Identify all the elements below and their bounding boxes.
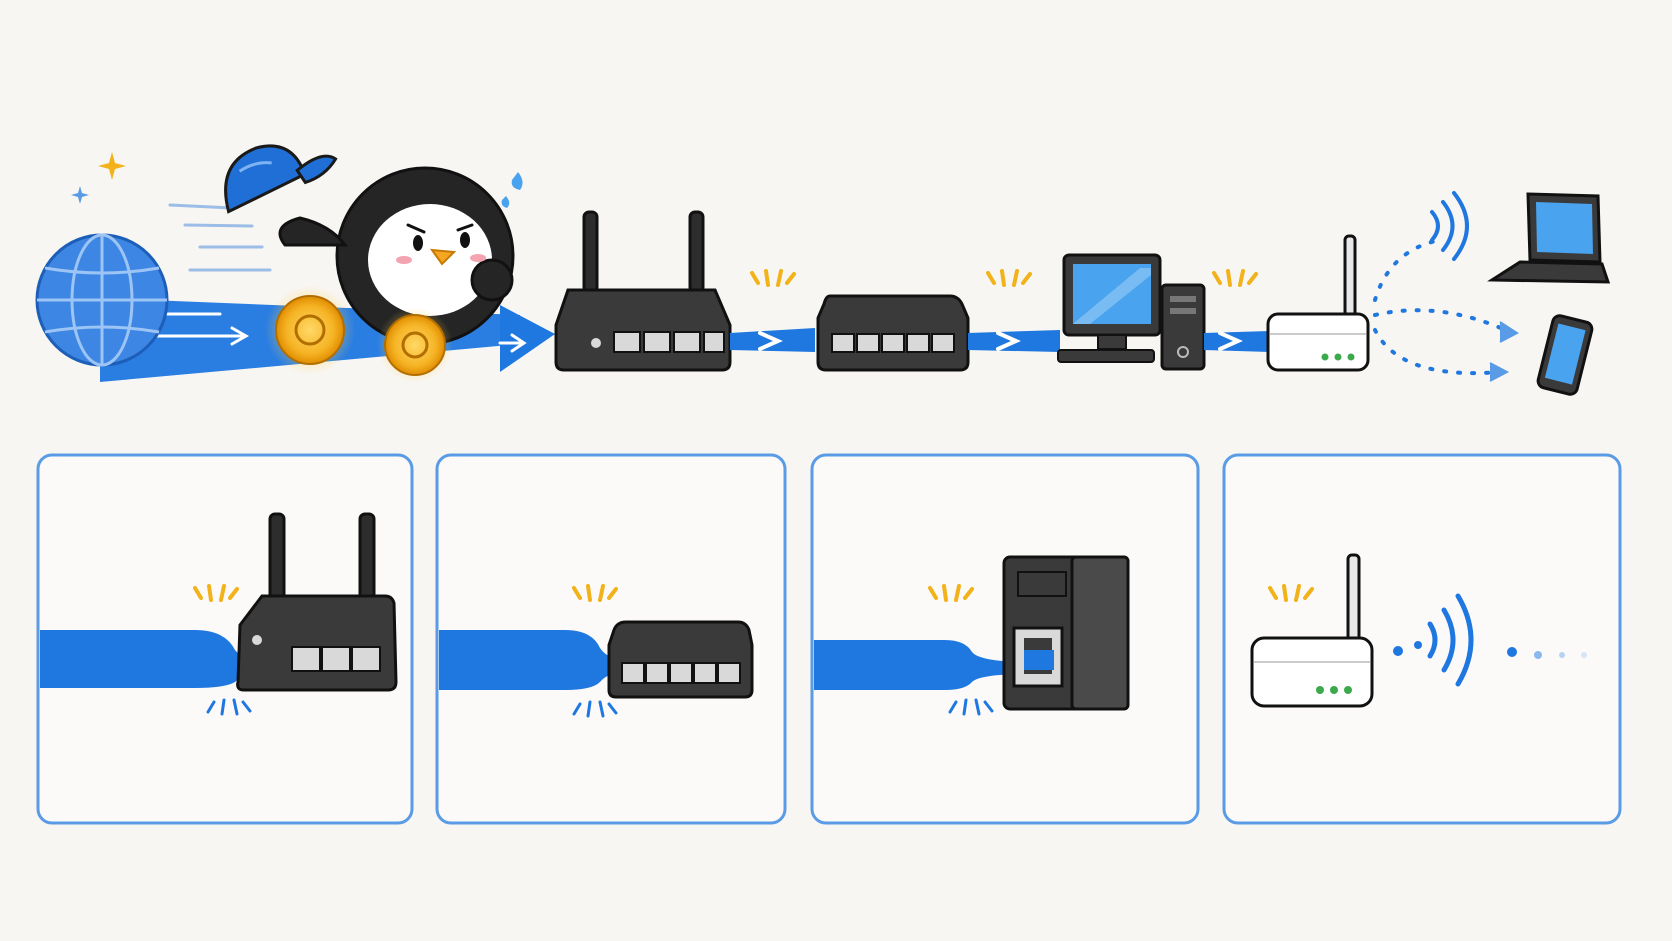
arrow-icon bbox=[996, 331, 1021, 351]
switch-icon bbox=[816, 294, 970, 372]
smartphone-icon bbox=[1536, 314, 1594, 396]
cable bbox=[40, 630, 268, 688]
arrow-icon bbox=[1218, 331, 1243, 351]
pc-tower-icon bbox=[1002, 555, 1130, 711]
spark-icon bbox=[1212, 269, 1258, 287]
wifi-signal-icon bbox=[1430, 191, 1469, 261]
spark-icon bbox=[750, 269, 796, 287]
wireless-paths bbox=[1373, 238, 1512, 376]
panel-pc bbox=[810, 453, 1200, 825]
laptop-icon bbox=[1487, 192, 1611, 284]
arrow-icon bbox=[1489, 362, 1510, 382]
panel-access-point bbox=[1222, 453, 1622, 825]
switch-icon bbox=[607, 620, 754, 699]
arrow-icon bbox=[1499, 321, 1519, 343]
cable bbox=[439, 630, 628, 690]
cable bbox=[814, 640, 1030, 690]
detail-panels bbox=[36, 453, 1622, 825]
router-icon bbox=[554, 210, 732, 372]
panel-switch bbox=[435, 453, 787, 825]
router-icon bbox=[236, 512, 398, 692]
signal-dots bbox=[1393, 641, 1587, 659]
access-point-icon bbox=[1250, 553, 1374, 708]
sparkle-icon bbox=[71, 186, 89, 204]
globe-icon bbox=[35, 233, 169, 367]
access-point-icon bbox=[1266, 234, 1370, 372]
top-flow bbox=[35, 144, 1611, 396]
arrow-icon bbox=[758, 331, 783, 351]
wifi-signal-icon bbox=[1427, 593, 1474, 687]
desktop-pc-icon bbox=[1057, 253, 1206, 371]
panel-router bbox=[36, 453, 414, 825]
sparkle-icon bbox=[98, 152, 126, 180]
spark-icon bbox=[986, 269, 1032, 287]
speed-lines-air bbox=[168, 203, 272, 272]
blue-cap-icon bbox=[224, 144, 338, 214]
penguin-mascot bbox=[224, 144, 523, 383]
data-stream-arrowhead bbox=[500, 305, 555, 372]
